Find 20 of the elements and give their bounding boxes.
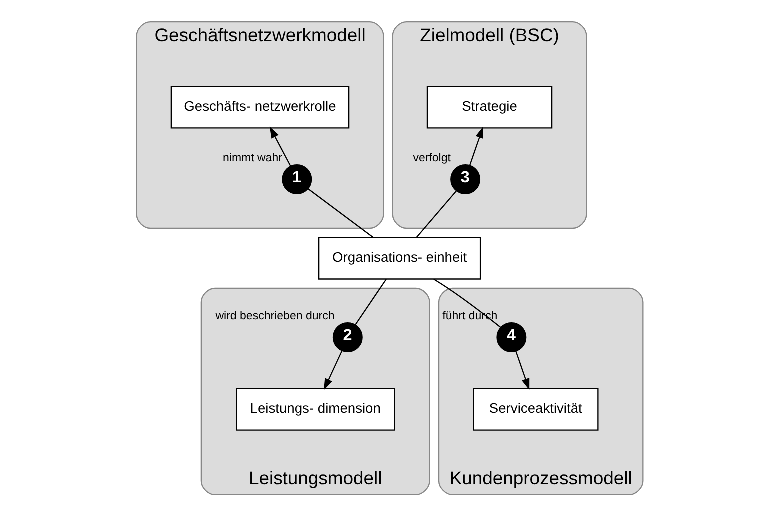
- arrow: [269, 126, 291, 167]
- arrow: [323, 350, 342, 390]
- node-box: Geschäfts- netzwerkrolle: [170, 86, 350, 129]
- arrow: [468, 126, 483, 166]
- node-box: Strategie: [426, 86, 552, 129]
- node-label: wird beschrieben durch: [215, 310, 334, 323]
- node-box: Leistungs- dimension: [236, 388, 395, 431]
- node-box: Serviceaktivität: [472, 388, 598, 431]
- node-box: Organisations- einheit: [318, 237, 481, 280]
- connector: [416, 190, 457, 238]
- node-label: verfolgt: [412, 152, 450, 165]
- node-circle: 3: [450, 164, 480, 194]
- node-label: nimmt wahr: [222, 152, 282, 165]
- connector: [433, 278, 501, 328]
- arrow: [515, 351, 530, 390]
- connector: [354, 279, 386, 326]
- connector: [307, 188, 374, 238]
- node-circle: 2: [332, 322, 362, 352]
- node-circle: 4: [496, 322, 526, 352]
- node-circle: 1: [282, 164, 312, 194]
